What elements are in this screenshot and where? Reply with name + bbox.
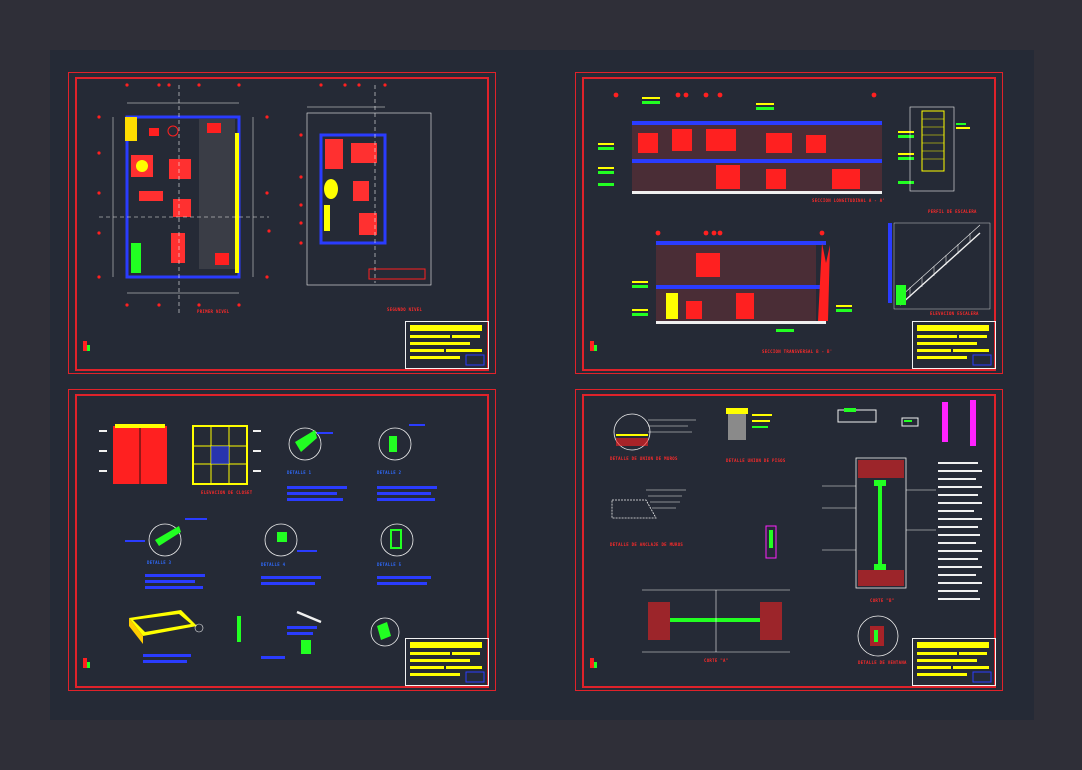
cut-a-title: CORTE "A" (704, 658, 729, 663)
sheet-construction-details[interactable]: DETALLE DE UNION DE MUROS DETALLE UNION … (575, 389, 1003, 691)
section-aa-title: SECCION LONGITUDINAL A - A' (812, 198, 886, 203)
title-block (405, 321, 489, 369)
drawing-canvas[interactable]: PRIMER NIVEL SEGUNDO NIVEL (50, 50, 1034, 720)
stair-profile-title: PERFIL DE ESCALERA (928, 209, 977, 214)
sheet-carpentry-details[interactable]: ELEVACION DE CLOSET DETALLE 1 DETALLE 2 … (68, 389, 496, 691)
section-bb-title: SECCION TRANSVERSAL B - B' (762, 349, 833, 354)
wall-joint-title: DETALLE DE UNION DE MUROS (610, 456, 678, 461)
plan2-title: SEGUNDO NIVEL (387, 307, 423, 312)
cut-b-title: CORTE "B" (870, 598, 895, 603)
detail-3-title: DETALLE 3 (147, 560, 172, 565)
floor-plans-drawing (83, 83, 432, 351)
title-block (912, 321, 996, 369)
detail-2-title: DETALLE 2 (377, 470, 402, 475)
sheet-sections[interactable]: SECCION LONGITUDINAL A - A' SECCION TRAN… (575, 72, 1003, 374)
construction-details-drawing (590, 400, 982, 668)
sections-drawing (590, 92, 991, 351)
detail-4-title: DETALLE 4 (261, 562, 286, 567)
carpentry-details-drawing (83, 424, 437, 668)
plan1-title: PRIMER NIVEL (197, 309, 230, 314)
detail-1-title: DETALLE 1 (287, 470, 312, 475)
sheet-floor-plans[interactable]: PRIMER NIVEL SEGUNDO NIVEL (68, 72, 496, 374)
title-block (912, 638, 996, 686)
wall-anchor-title: DETALLE DE ANCLAJE DE MUROS (610, 542, 684, 547)
title-block (405, 638, 489, 686)
detail-5-title: DETALLE 5 (377, 562, 402, 567)
window-detail-title: DETALLE DE VENTANA (858, 660, 907, 665)
closet-title: ELEVACION DE CLOSET (201, 490, 253, 495)
floor-joint-title: DETALLE UNION DE PISOS (726, 458, 786, 463)
stair-elevation-title: ELEVACION ESCALERA (930, 311, 979, 316)
